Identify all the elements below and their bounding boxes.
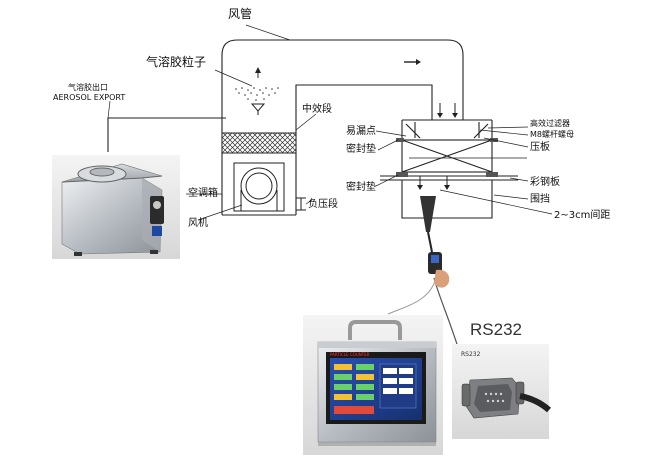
label-seal-pad-bottom: 密封垫 xyxy=(346,180,376,193)
label-color-steel-plate: 彩钢板 xyxy=(530,175,560,188)
counter-screen-widgets xyxy=(334,363,417,414)
particle-counter-photo: PARTICLE COUNTER xyxy=(303,315,443,455)
seal-pad-left xyxy=(396,172,408,177)
label-fan: 风机 xyxy=(188,216,208,229)
medium-filter xyxy=(221,132,297,154)
label-duct: 风管 xyxy=(228,6,252,21)
label-ac-box: 空调箱 xyxy=(188,186,218,199)
duct-system xyxy=(221,39,464,216)
label-aerosol-outlet-en: AEROSOL EXPORT xyxy=(53,93,125,102)
leader-lines xyxy=(107,24,553,221)
aerosol-generator-photo xyxy=(52,155,180,259)
label-aerosol-particles: 气溶胶粒子 xyxy=(146,54,206,69)
airflow-arrowhead xyxy=(416,59,421,65)
handheld-probe xyxy=(428,252,450,288)
label-medium-filter: 中效段 xyxy=(302,102,332,115)
label-gap-distance: 2~3cm间距 xyxy=(554,208,610,221)
probe-cable xyxy=(387,277,437,315)
fan-housing xyxy=(233,162,285,212)
label-leak-point: 易漏点 xyxy=(346,125,376,137)
label-press-plate: 压板 xyxy=(530,140,550,153)
label-bolt-nut: M8螺杆螺母 xyxy=(530,129,574,139)
label-hepa-filter: 高效过滤器 xyxy=(530,118,570,128)
label-enclosure: 围挡 xyxy=(530,192,550,205)
label-negative-pressure: 负压段 xyxy=(308,197,338,210)
label-rs232: RS232 xyxy=(470,320,522,339)
sampling-probe xyxy=(420,196,436,232)
label-aerosol-outlet-cn: 气溶胶出口 xyxy=(68,82,108,92)
seal-pad-right xyxy=(486,172,498,177)
fan-wheel xyxy=(240,167,278,205)
aerosol-hose xyxy=(107,117,226,152)
rs232-connector-photo: RS232 xyxy=(452,344,551,439)
aerosol-injection xyxy=(235,67,279,115)
label-seal-pad-top: 密封垫 xyxy=(346,142,376,155)
counter-brand: PARTICLE COUNTER xyxy=(330,352,370,357)
hepa-housing xyxy=(380,119,518,219)
label-rs232-small: RS232 xyxy=(461,351,481,358)
